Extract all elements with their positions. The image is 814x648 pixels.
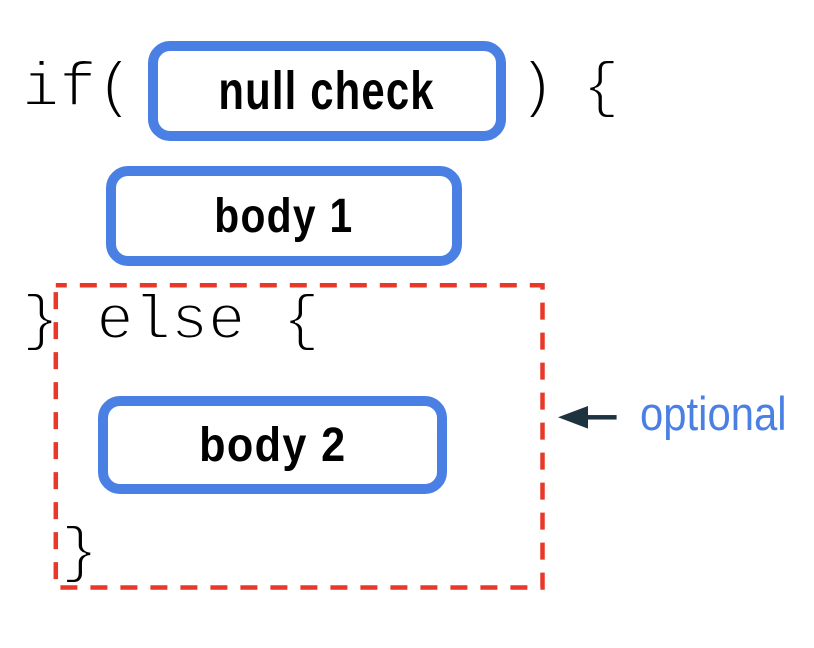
arrow-head [558,406,588,429]
body1-box: body 1 [106,166,462,266]
arrow-left-icon [558,406,617,429]
body1-label: body 1 [214,189,354,243]
body2-box: body 2 [98,396,447,494]
condition-label: null check [218,61,436,121]
arrow-shaft [585,415,617,420]
code-closing-brace: } [60,518,99,589]
code-if-open: if( [21,53,135,124]
optional-label: optional [640,387,787,440]
condition-box: null check [148,41,506,141]
code-else-line: } else { [21,286,321,357]
body2-label: body 2 [198,418,347,472]
code-if-close: ) { [517,53,621,124]
